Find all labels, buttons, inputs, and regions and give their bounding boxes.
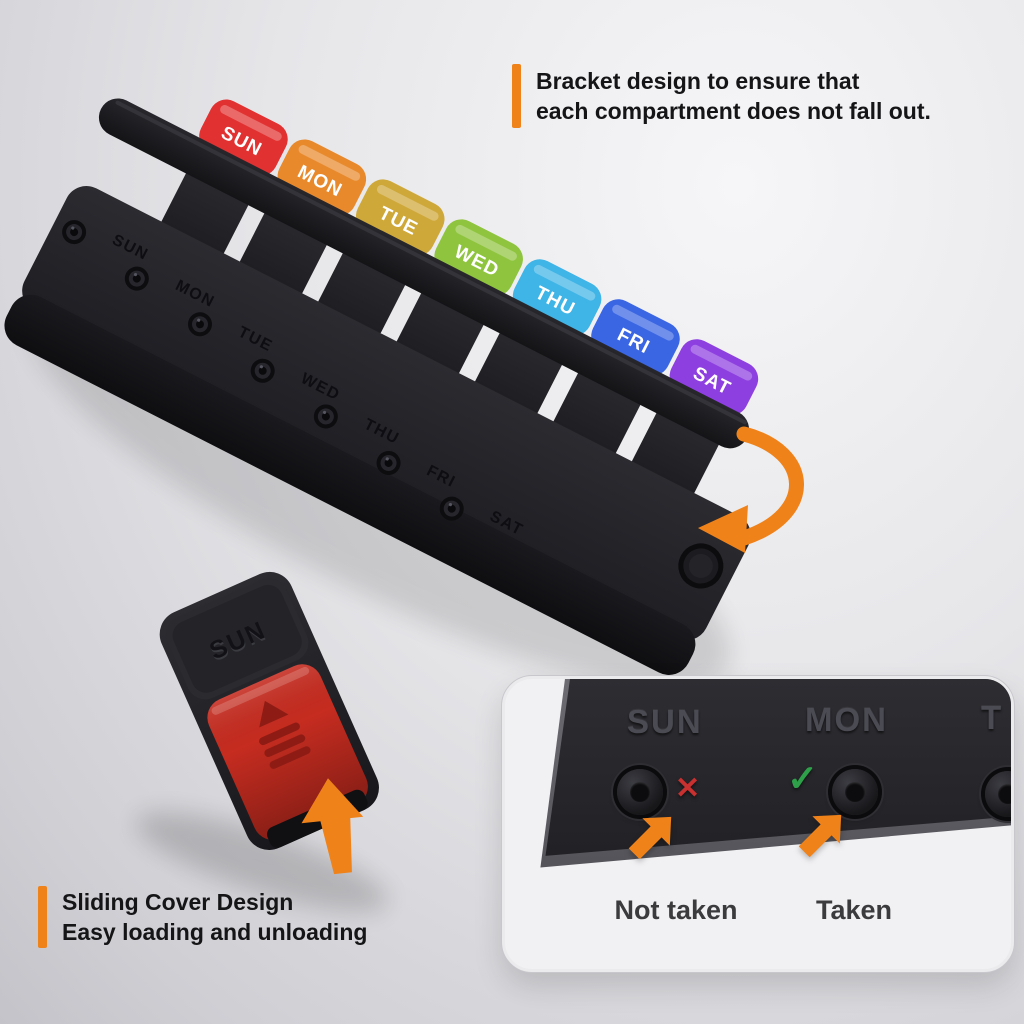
button-core <box>998 784 1011 804</box>
dose-indicator-button-mon <box>832 769 878 815</box>
cap-highlight <box>612 304 674 341</box>
loose-compartment-top-inner <box>172 584 302 693</box>
not-taken-caption: Not taken <box>614 895 738 925</box>
taken-caption: Taken <box>815 895 893 925</box>
not-taken-mark: ✕ <box>675 772 701 805</box>
tray-front <box>4 294 696 675</box>
tray-top <box>22 186 751 641</box>
bracket-callout-line2: each compartment does not fall out. <box>536 98 931 124</box>
pointer-arrow-taken <box>798 814 842 858</box>
pointer-arrow-not-taken <box>628 816 672 860</box>
compartment-shadow <box>136 812 388 912</box>
hinge-button-core <box>688 553 713 578</box>
cap-highlight <box>298 145 361 181</box>
cap-highlight <box>690 344 753 381</box>
detail-inset-panel: SUN MON T ✕ ✓ Not taken Taken <box>502 676 1014 972</box>
inset-day-label-partial: T <box>981 699 1004 736</box>
accent-bar <box>512 64 521 128</box>
rotate-arrow-head <box>698 505 748 553</box>
taken-mark: ✓ <box>787 758 819 799</box>
slide-direction-arrow <box>301 778 364 875</box>
button-core <box>630 782 650 802</box>
rotate-arrow <box>698 426 804 553</box>
sliding-callout-line2: Easy loading and unloading <box>62 919 368 945</box>
bracket-bar <box>98 98 750 449</box>
pill-organizer: SUN MON TUE WED <box>4 98 759 675</box>
inset-day-label-sun: SUN <box>627 703 703 740</box>
cap-highlight <box>533 264 596 301</box>
bracket-callout-line1: Bracket design to ensure that <box>536 68 860 94</box>
sliding-cover-highlight <box>211 666 310 715</box>
accent-bar <box>38 886 47 948</box>
rotate-arrow-curve <box>736 426 804 546</box>
button-core <box>845 782 865 802</box>
dose-indicator-button-sun <box>617 769 663 815</box>
cap-highlight <box>220 105 282 141</box>
sliding-callout: Sliding Cover Design Easy loading and un… <box>38 886 367 948</box>
cap-highlight <box>376 184 439 221</box>
bracket-callout: Bracket design to ensure that each compa… <box>512 64 931 128</box>
inset-day-label-mon: MON <box>805 701 888 738</box>
detail-inset-content: SUN MON T ✕ ✓ Not taken Taken <box>505 679 1011 969</box>
sliding-callout-line1: Sliding Cover Design <box>62 889 294 915</box>
cap-highlight <box>455 224 517 261</box>
eject-icon <box>259 700 311 769</box>
